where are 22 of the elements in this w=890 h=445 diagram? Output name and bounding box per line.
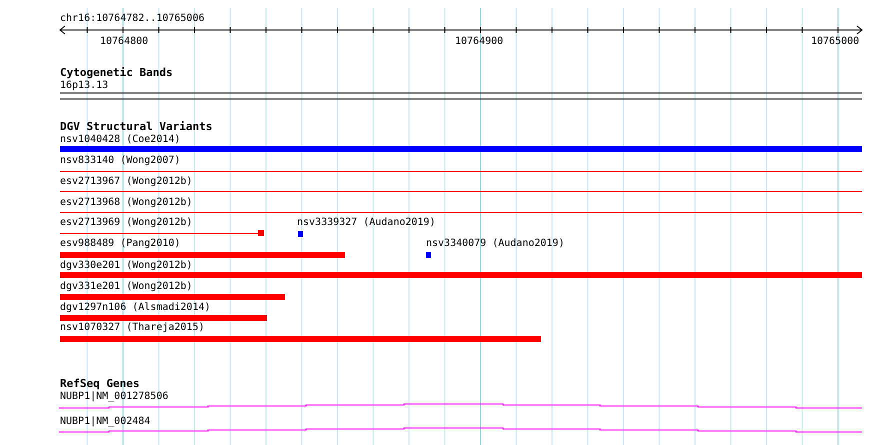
variant-label: esv2713969 (Wong2012b) <box>60 217 192 229</box>
track-title: RefSeq Genes <box>60 378 140 390</box>
variant-label: nsv1040428 (Coe2014) <box>60 134 180 146</box>
track-title: Cytogenetic Bands <box>60 67 173 79</box>
tick-label: 10765000 <box>811 36 860 48</box>
variant-label: esv988489 (Pang2010) <box>60 238 180 250</box>
tick-label: 10764800 <box>100 36 148 48</box>
gene-label: NUBP1|NM_002484 <box>60 416 150 428</box>
variant-label: nsv3339327 (Audano2019) <box>297 217 436 229</box>
coordinate-range: chr16:10764782..10765006 <box>60 13 204 25</box>
variant-label: nsv833140 (Wong2007) <box>60 155 180 167</box>
variant-label: nsv3340079 (Audano2019) <box>426 238 564 250</box>
variant-label: dgv1297n106 (Alsmadi2014) <box>60 302 211 314</box>
variant-label: dgv330e201 (Wong2012b) <box>60 260 192 272</box>
tick-label: 10764900 <box>455 36 504 48</box>
variant-label: esv2713968 (Wong2012b) <box>60 197 192 209</box>
variant-label: nsv1070327 (Thareja2015) <box>60 322 204 334</box>
track-title: DGV Structural Variants <box>60 121 212 133</box>
variant-label: esv2713967 (Wong2012b) <box>60 176 192 188</box>
gene-label: NUBP1|NM_001278506 <box>60 391 168 403</box>
variant-label: dgv331e201 (Wong2012b) <box>60 281 192 293</box>
band-label: 16p13.13 <box>60 80 108 92</box>
